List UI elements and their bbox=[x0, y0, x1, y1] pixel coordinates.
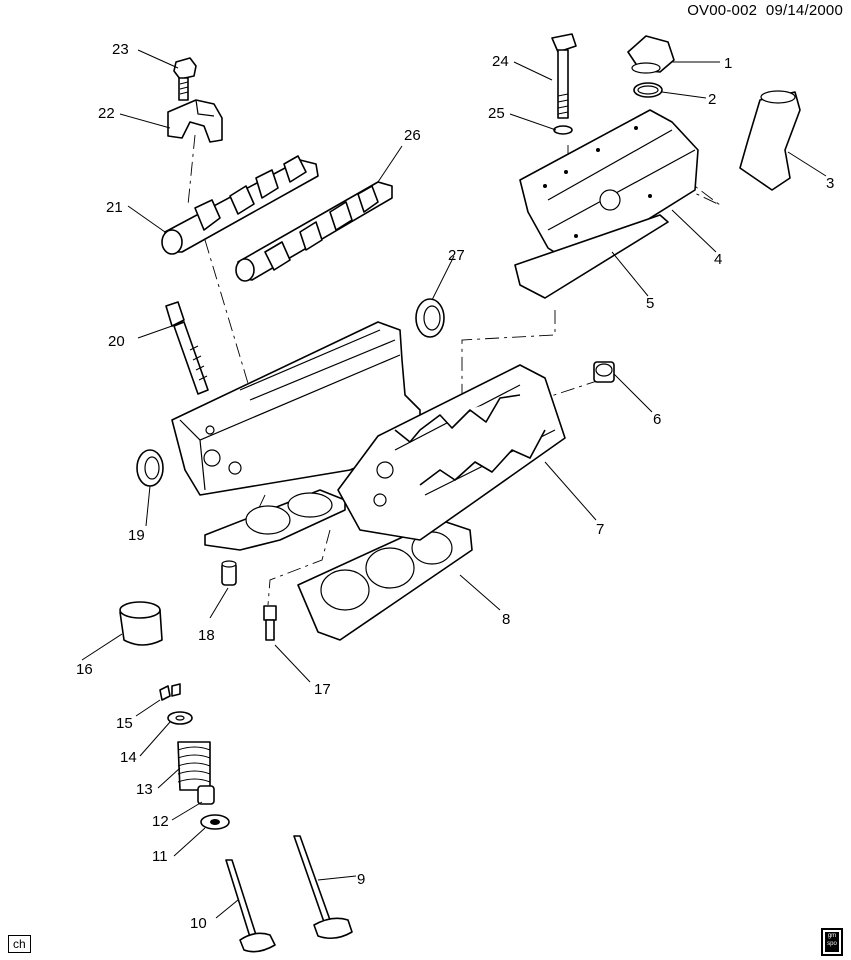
logo-line-1: gm bbox=[827, 933, 837, 939]
badge-ch: ch bbox=[8, 935, 31, 953]
callout-19: 19 bbox=[128, 527, 145, 544]
part-keepers-15 bbox=[159, 683, 181, 701]
callout-9: 9 bbox=[357, 871, 365, 888]
part-bearing-cap-22 bbox=[167, 99, 223, 143]
part-bolt-23 bbox=[173, 57, 197, 101]
part-bolt-24 bbox=[551, 33, 577, 119]
callout-26: 26 bbox=[404, 127, 421, 144]
leader-lines bbox=[81, 49, 827, 919]
part-seal-27 bbox=[415, 298, 445, 338]
callout-12: 12 bbox=[152, 813, 169, 830]
part-oil-cap-1 bbox=[627, 35, 675, 74]
part-head-gasket-left bbox=[204, 489, 346, 551]
callout-21: 21 bbox=[106, 199, 123, 216]
callout-24: 24 bbox=[492, 53, 509, 70]
part-retainer-14 bbox=[167, 711, 193, 725]
part-cylinder-head-left bbox=[171, 321, 421, 496]
callout-7: 7 bbox=[596, 521, 604, 538]
part-camshaft-26 bbox=[235, 181, 393, 282]
part-valve-10 bbox=[225, 859, 276, 953]
callout-20: 20 bbox=[108, 333, 125, 350]
part-seal-19 bbox=[136, 449, 164, 487]
callout-23: 23 bbox=[112, 41, 129, 58]
part-cover-gasket-5 bbox=[514, 214, 669, 299]
diagram-code-date: OV00-002 09/14/2000 bbox=[687, 2, 843, 19]
part-cam-carrier-7 bbox=[337, 364, 566, 541]
part-plug-6 bbox=[593, 361, 615, 383]
part-spring-13 bbox=[177, 741, 211, 791]
callout-16: 16 bbox=[76, 661, 93, 678]
part-dowel-18 bbox=[221, 560, 237, 586]
part-head-gasket-8 bbox=[297, 519, 473, 641]
part-valve-9 bbox=[293, 835, 353, 940]
callout-17: 17 bbox=[314, 681, 331, 698]
part-camshaft-21 bbox=[161, 155, 319, 255]
part-washer-25 bbox=[553, 125, 573, 135]
logo-line-2: spo bbox=[827, 941, 837, 947]
callout-13: 13 bbox=[136, 781, 153, 798]
part-fill-tube-3 bbox=[739, 90, 801, 191]
callout-22: 22 bbox=[98, 105, 115, 122]
diagram-date: 09/14/2000 bbox=[765, 2, 843, 19]
part-seal-12 bbox=[197, 785, 215, 805]
callout-2: 2 bbox=[708, 91, 716, 108]
callout-14: 14 bbox=[120, 749, 137, 766]
part-cam-cover-4 bbox=[519, 109, 699, 266]
callout-5: 5 bbox=[646, 295, 654, 312]
callout-6: 6 bbox=[653, 411, 661, 428]
part-sensor-17 bbox=[263, 605, 277, 641]
gm-spo-logo: gm spo bbox=[821, 928, 843, 956]
callout-1: 1 bbox=[724, 55, 732, 72]
part-lifter-16 bbox=[119, 601, 163, 646]
callout-15: 15 bbox=[116, 715, 133, 732]
callout-25: 25 bbox=[488, 105, 505, 122]
callout-8: 8 bbox=[502, 611, 510, 628]
callout-10: 10 bbox=[190, 915, 207, 932]
part-o-ring-2 bbox=[633, 82, 663, 98]
callout-11: 11 bbox=[152, 848, 168, 865]
callout-27: 27 bbox=[448, 247, 465, 264]
diagram-code: OV00-002 bbox=[687, 2, 758, 19]
callout-18: 18 bbox=[198, 627, 215, 644]
callout-numbers: 1 2 3 4 5 6 7 8 9 10 11 12 13 14 15 16 1… bbox=[76, 41, 834, 932]
part-head-bolt-20 bbox=[165, 301, 209, 395]
callout-3: 3 bbox=[826, 175, 834, 192]
part-spring-seat-11 bbox=[200, 814, 230, 830]
callout-4: 4 bbox=[714, 251, 722, 268]
